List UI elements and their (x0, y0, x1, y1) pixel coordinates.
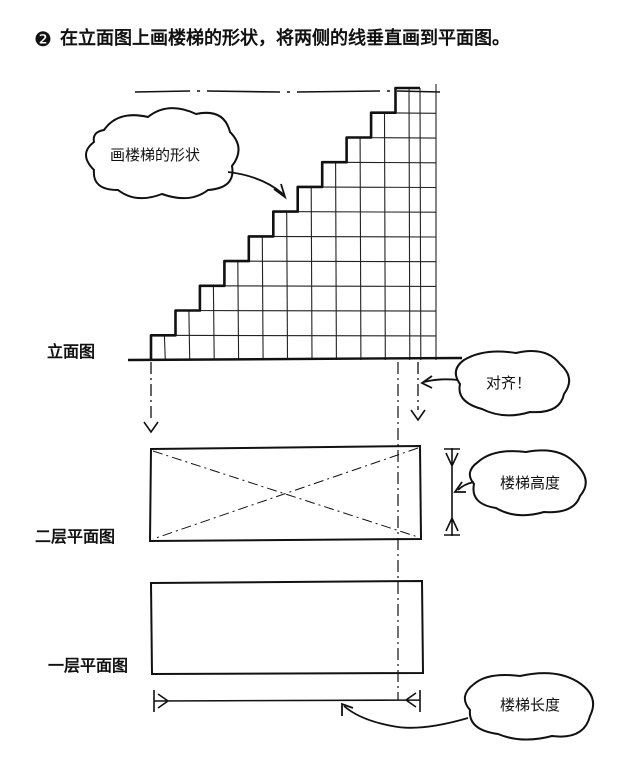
elevation-label: 立面图 (47, 342, 95, 361)
top-break-line (134, 90, 441, 93)
bubble-stair-length: 楼梯长度 (341, 672, 594, 741)
second-floor-plan-rect (148, 444, 423, 543)
grid-horizontal-line (199, 285, 437, 287)
grid-vertical-line (408, 87, 411, 361)
first-floor-plan-label: 一层平面图 (48, 656, 128, 675)
grid-horizontal-line (175, 309, 437, 312)
bubble-stair-shape-text: 画楼梯的形状 (110, 146, 200, 164)
bubble-stair-height: 楼梯高度 (453, 449, 587, 517)
bubble-stair-height-text: 楼梯高度 (500, 474, 560, 492)
second-floor-plan-diagonal-1 (152, 450, 419, 538)
grid-horizontal-line (150, 334, 437, 337)
height-dimension (444, 448, 460, 536)
grid-vertical-line (419, 87, 422, 361)
projection-arrow-right (410, 409, 426, 422)
ground-line (127, 356, 463, 362)
grid-horizontal-line (273, 211, 437, 213)
bubble-align: 对齐！ (420, 350, 571, 417)
projection-arrow-left (143, 421, 159, 434)
first-floor-plan-rect (149, 579, 425, 676)
bubble-stair-length-text: 楼梯长度 (500, 696, 560, 714)
bubble-align-text: 对齐！ (486, 374, 531, 392)
length-dimension (153, 690, 421, 712)
second-floor-plan-label: 二层平面图 (35, 527, 115, 546)
grid-vertical-line (163, 335, 166, 361)
grid-horizontal-line (248, 235, 437, 238)
grid-vertical-line (310, 186, 313, 361)
grid-horizontal-line (224, 260, 437, 263)
elevation-grid (150, 84, 437, 361)
grid-vertical-line (212, 285, 215, 361)
second-floor-plan-diagonal-2 (152, 447, 419, 540)
grid-vertical-line (359, 137, 362, 361)
bubble-stair-shape: 画楼梯的形状 (85, 107, 287, 200)
step-title: 在立面图上画楼梯的形状，将两侧的线垂直画到平面图。 (60, 27, 510, 49)
stair-profile (149, 86, 420, 360)
grid-vertical-line (261, 236, 264, 361)
step-number: ❷ (34, 27, 52, 51)
